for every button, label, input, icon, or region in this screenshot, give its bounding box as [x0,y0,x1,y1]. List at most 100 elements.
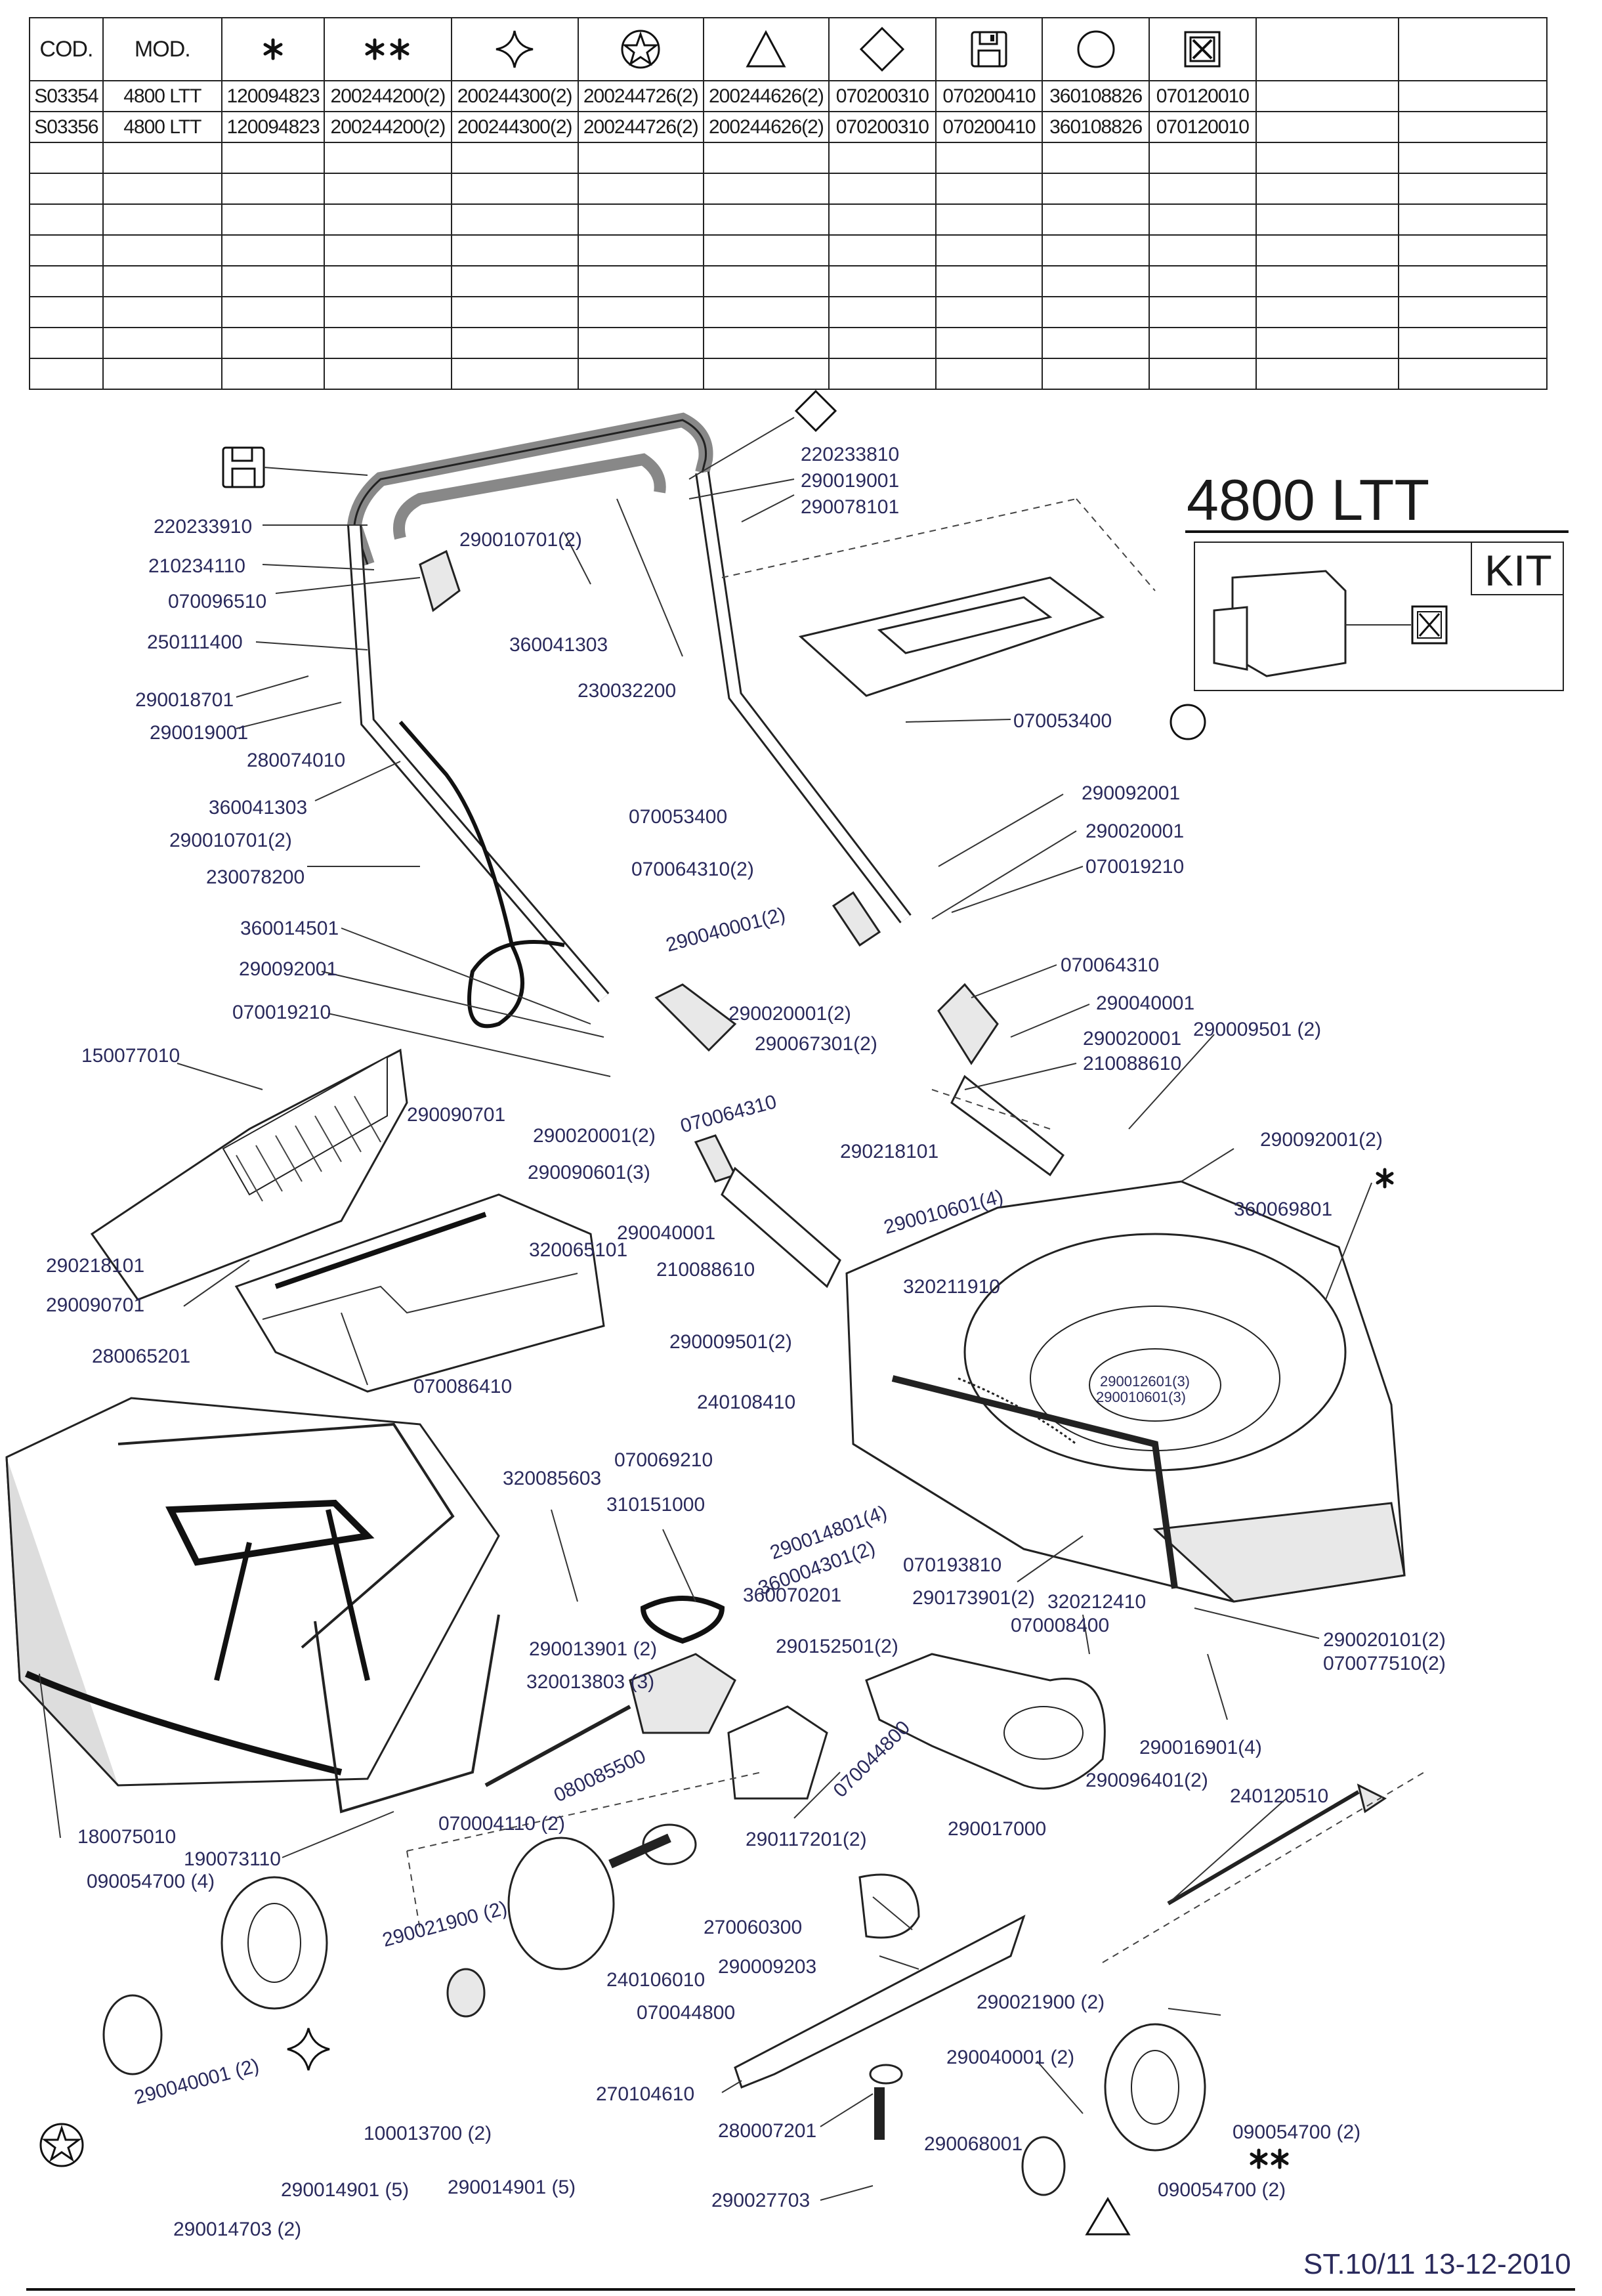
four-point-star-icon [450,17,579,81]
cell-empty [1149,296,1257,328]
cell-empty [1398,358,1548,390]
part-label: 290010701(2) [169,830,292,851]
part-label: 230032200 [578,680,676,702]
cell-empty [1149,173,1257,205]
cell-empty [1255,142,1400,174]
part-label: 290078101 [801,496,899,518]
rear-height-levers [654,891,1065,1288]
part-label: 320065101 [529,1239,627,1261]
cell-empty [1398,234,1548,266]
part-label: 150077010 [81,1045,180,1067]
star-icon [1376,1168,1394,1189]
part-label: 290092001(2) [1260,1129,1383,1151]
part-label: 290020001(2) [728,1003,851,1025]
cell-empty [577,203,704,236]
cell-empty [1042,327,1150,359]
cell-empty [828,173,937,205]
part-label: 290067301(2) [755,1033,877,1055]
part-label: 290027703 [711,2190,810,2211]
cell-empty [29,203,104,236]
cell-empty [1149,203,1257,236]
part-label: 070053400 [629,806,727,828]
cell-blank [1255,111,1400,143]
cell-empty [828,327,937,359]
cell-empty [702,296,830,328]
drive-gear [446,1968,486,2018]
part-label: 360041303 [509,634,608,656]
cell-empty [102,142,222,174]
cell-empty [935,142,1043,174]
part-label: 290021900 (2) [380,1897,509,1951]
cell-empty [828,203,937,236]
cell-triangle: 200244626(2) [702,80,830,112]
table-row [29,173,1548,205]
rear-right-wheel [1104,2023,1206,2152]
cell-empty [828,265,937,297]
cell-empty [935,358,1043,390]
double-star-icon [1250,2148,1289,2169]
cell-empty [577,142,704,174]
part-label: 290014703 (2) [173,2219,301,2240]
cell-empty [702,142,830,174]
table-row [29,327,1548,359]
cell-boxed-x: 070120010 [1149,80,1257,112]
part-label: 070064310 [678,1091,779,1137]
four-point-star-icon [287,2028,330,2071]
grass-catcher-lid [90,1048,408,1301]
cell-empty [450,142,579,174]
part-label: 090054700 (2) [1233,2121,1360,2143]
part-label: 220233910 [154,516,252,538]
double-star-icon [324,17,452,81]
cell-empty [221,142,326,174]
cell-circled-star: 200244726(2) [577,80,704,112]
cell-empty [221,296,326,328]
cell-empty [29,234,104,266]
part-label: 070064310 [1061,954,1159,976]
cell-empty [450,327,579,359]
part-label: 360014501 [240,918,339,939]
cell-mod: 4800 LTT [102,111,222,143]
table-row [29,358,1548,390]
gearbox-assembly [406,1596,828,1970]
rear-axle-rod [1102,1772,1425,1963]
cell-empty [1042,203,1150,236]
grass-bag [5,1397,500,1814]
part-label: 290152501(2) [776,1636,898,1657]
kit-box [1194,542,1564,691]
cell-empty [1149,358,1257,390]
part-label: 320211910 [903,1276,1000,1298]
table-row [29,265,1548,297]
cell-empty [29,142,104,174]
triangle-icon [1085,2197,1131,2236]
part-label: 290010701(2) [459,529,582,551]
empty-rows [29,142,1548,390]
cell-empty [324,327,452,359]
cell-empty [702,265,830,297]
part-label: 290092001 [1082,782,1180,804]
cell-diamond: 070200310 [828,80,937,112]
cell-empty [1042,358,1150,390]
front-left-wheel [221,1876,328,2010]
cell-circled-star: 200244726(2) [577,111,704,143]
header-blank-1 [1255,17,1400,81]
part-label: 360041303 [209,797,307,818]
cell-star: 120094823 [221,111,326,143]
cell-empty [102,265,222,297]
cell-empty [1398,203,1548,236]
circle-icon [1170,704,1206,740]
floppy-disk-icon [222,446,368,488]
table-row [29,142,1548,174]
cell-empty [102,296,222,328]
part-label: 290014901 (5) [281,2179,409,2201]
part-label: 290014901 (5) [448,2177,576,2198]
cell-empty [828,358,937,390]
part-label: 290090701 [407,1104,505,1126]
cell-empty [1042,234,1150,266]
cell-empty [1149,265,1257,297]
cell-empty [1042,142,1150,174]
cell-empty [324,358,452,390]
cell-empty [577,265,704,297]
part-label: 290040001 (2) [946,2047,1074,2068]
part-label: 270104610 [596,2083,694,2105]
part-label: 290090601(3) [528,1162,650,1183]
